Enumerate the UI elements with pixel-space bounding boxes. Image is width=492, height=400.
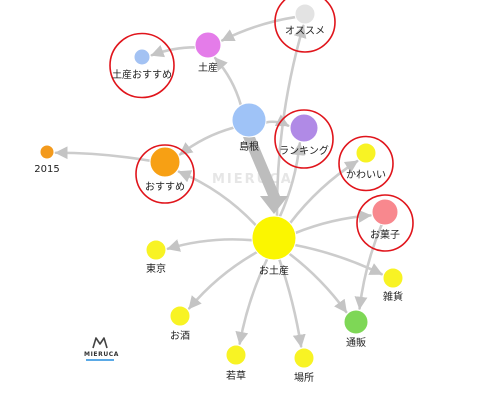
node-zakka[interactable] — [382, 267, 404, 289]
node-label-osusume_kw: オススメ — [285, 25, 325, 37]
node-tsuhan[interactable] — [343, 309, 369, 335]
node-label-y2015: 2015 — [34, 164, 59, 175]
node-miyage_osusume[interactable] — [133, 48, 151, 66]
node-label-wakakusa: 若草 — [226, 369, 246, 382]
highlight-ring-ranking — [274, 109, 334, 169]
node-basho[interactable] — [293, 347, 315, 369]
edge-okashi-tsuhan — [354, 223, 383, 310]
logo-underline — [86, 359, 114, 361]
edge-omiyage-okashi — [294, 209, 372, 235]
highlight-ring-kawaii — [338, 135, 394, 192]
edge-heavy-arrow — [243, 137, 288, 214]
node-label-miyage: 土産 — [198, 61, 218, 74]
highlight-ring-okashi — [356, 194, 414, 252]
node-omiyage[interactable] — [251, 215, 297, 261]
edge-omiyage-kawaii — [288, 159, 359, 225]
highlight-rings-layer — [109, 0, 414, 252]
edge-shimane-ranking — [264, 114, 290, 127]
edge-omiyage-ranking — [278, 142, 305, 219]
logo-mark-icon — [92, 337, 108, 349]
node-ranking[interactable] — [289, 113, 319, 143]
logo-text: MIERUCA — [84, 351, 119, 358]
node-label-osake: お酒 — [170, 330, 190, 342]
node-label-okashi: お菓子 — [370, 229, 400, 241]
edge-omiyage-osusume — [177, 170, 258, 227]
node-label-basho: 場所 — [294, 371, 314, 384]
edge-osusume-y2015 — [54, 146, 152, 163]
node-kawaii[interactable] — [355, 142, 377, 164]
node-label-miyage_osusume: 土産おすすめ — [112, 68, 172, 81]
node-wakakusa[interactable] — [225, 344, 247, 366]
nodes-layer — [39, 3, 404, 369]
edge-shimane-miyage — [213, 56, 243, 107]
edge-omiyage-tsuhan — [288, 252, 348, 314]
edge-omiyage-osake — [187, 250, 259, 310]
node-label-kawaii: かわいい — [346, 169, 386, 181]
node-label-tsuhan: 通販 — [346, 337, 366, 349]
mieruca-logo: MIERUCA — [84, 337, 119, 361]
node-miyage[interactable] — [194, 31, 222, 59]
edge-shimane-osusume — [178, 126, 236, 156]
node-y2015[interactable] — [39, 144, 55, 160]
node-label-ranking: ランキング — [279, 144, 329, 157]
highlight-ring-osusume — [135, 144, 195, 204]
edge-omiyage-wakakusa — [235, 257, 269, 345]
node-osusume_kw[interactable] — [294, 3, 316, 25]
highlight-ring-miyage_osusume — [109, 32, 175, 99]
node-osake[interactable] — [169, 305, 191, 327]
node-label-zakka: 雑貨 — [383, 290, 403, 303]
edge-miyage-miyage_osusume — [150, 45, 197, 58]
highlight-ring-osusume_kw — [274, 0, 336, 53]
watermark: MIERUCA — [212, 172, 293, 187]
heavy-edge-layer — [243, 137, 288, 214]
edge-osusume_kw-miyage — [220, 15, 297, 42]
edge-omiyage-basho — [278, 258, 306, 348]
node-osusume[interactable] — [149, 146, 181, 178]
node-okashi[interactable] — [371, 198, 399, 226]
edge-omiyage-tokyo — [166, 238, 254, 252]
node-label-tokyo: 東京 — [146, 262, 166, 275]
node-label-osusume: おすすめ — [145, 181, 185, 193]
node-label-omiyage: お土産 — [259, 264, 289, 277]
node-shimane[interactable] — [231, 102, 267, 138]
node-tokyo[interactable] — [145, 239, 167, 261]
node-label-shimane: 島根 — [239, 140, 259, 153]
edge-omiyage-zakka — [293, 243, 383, 276]
